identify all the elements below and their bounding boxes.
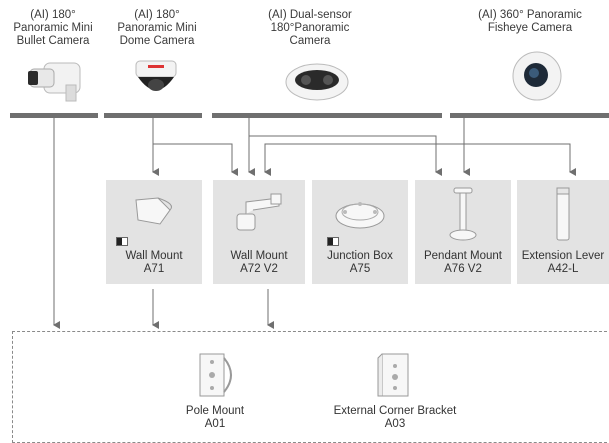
arrow-dome-to-a72 xyxy=(153,144,232,172)
arrow-dual-to-a76 xyxy=(249,136,436,172)
pole-mount-a01-image xyxy=(196,350,240,400)
arrow-fisheye-to-a42l xyxy=(464,144,570,172)
corner-bracket-label: External Corner Bracket A03 xyxy=(320,405,470,431)
corner-bracket-a03-image xyxy=(376,350,416,400)
pole-mount-label: Pole Mount A01 xyxy=(165,405,265,431)
accessories-group xyxy=(12,331,609,443)
arrow-fisheye-to-a72 xyxy=(265,144,464,172)
